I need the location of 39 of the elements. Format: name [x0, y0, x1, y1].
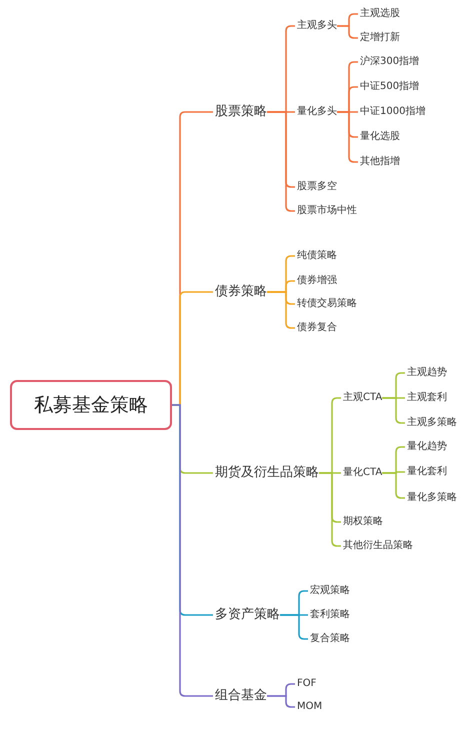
branch-label: 其他衍生品策略 [343, 540, 413, 552]
branch-label: 套利策略 [310, 609, 350, 621]
root-box: 私募基金策略 [10, 380, 172, 430]
connector-line [267, 695, 295, 708]
connector-line [172, 404, 213, 697]
branch-label: 转债交易策略 [297, 298, 357, 310]
branch-label: 定增打新 [360, 32, 400, 44]
branch-label: 股票策略 [215, 104, 267, 120]
branch-label: FOF [297, 678, 316, 690]
branch-label: 纯债策略 [297, 250, 337, 262]
branch-label: 其他指增 [360, 156, 400, 168]
branch-label: 中证500指增 [360, 81, 420, 93]
branch-label: 量化选股 [360, 131, 400, 143]
branch-label: 股票市场中性 [297, 205, 357, 217]
branch-label: 主观多策略 [407, 417, 457, 429]
branch-label: 债券增强 [297, 275, 337, 287]
branch-label: 中证1000指增 [360, 106, 426, 118]
branch-label: 复合策略 [310, 633, 350, 645]
branch-label: 债券策略 [215, 284, 267, 300]
branch-label: 主观趋势 [407, 367, 447, 379]
branch-label: 主观多头 [297, 20, 337, 32]
branch-label: 主观套利 [407, 392, 447, 404]
branch-label: 量化多头 [297, 106, 337, 118]
branch-label: 期货及衍生品策略 [215, 465, 319, 481]
branch-label: 债券复合 [297, 322, 337, 334]
branch-label: 量化套利 [407, 466, 447, 478]
branch-label: 股票多空 [297, 181, 337, 193]
branch-label: 主观CTA [343, 392, 382, 404]
branch-label: 沪深300指增 [360, 56, 420, 68]
branch-label: 期权策略 [343, 516, 383, 528]
branch-label: 组合基金 [215, 688, 267, 704]
branch-label: 多资产策略 [215, 607, 280, 623]
branch-label: 量化趋势 [407, 441, 447, 453]
connector-line [337, 25, 358, 39]
branch-label: 量化CTA [343, 467, 382, 479]
branch-label: 量化多策略 [407, 492, 457, 504]
branch-label: 宏观策略 [310, 585, 350, 597]
branch-label: MOM [297, 701, 322, 713]
branch-label: 主观选股 [360, 8, 400, 20]
